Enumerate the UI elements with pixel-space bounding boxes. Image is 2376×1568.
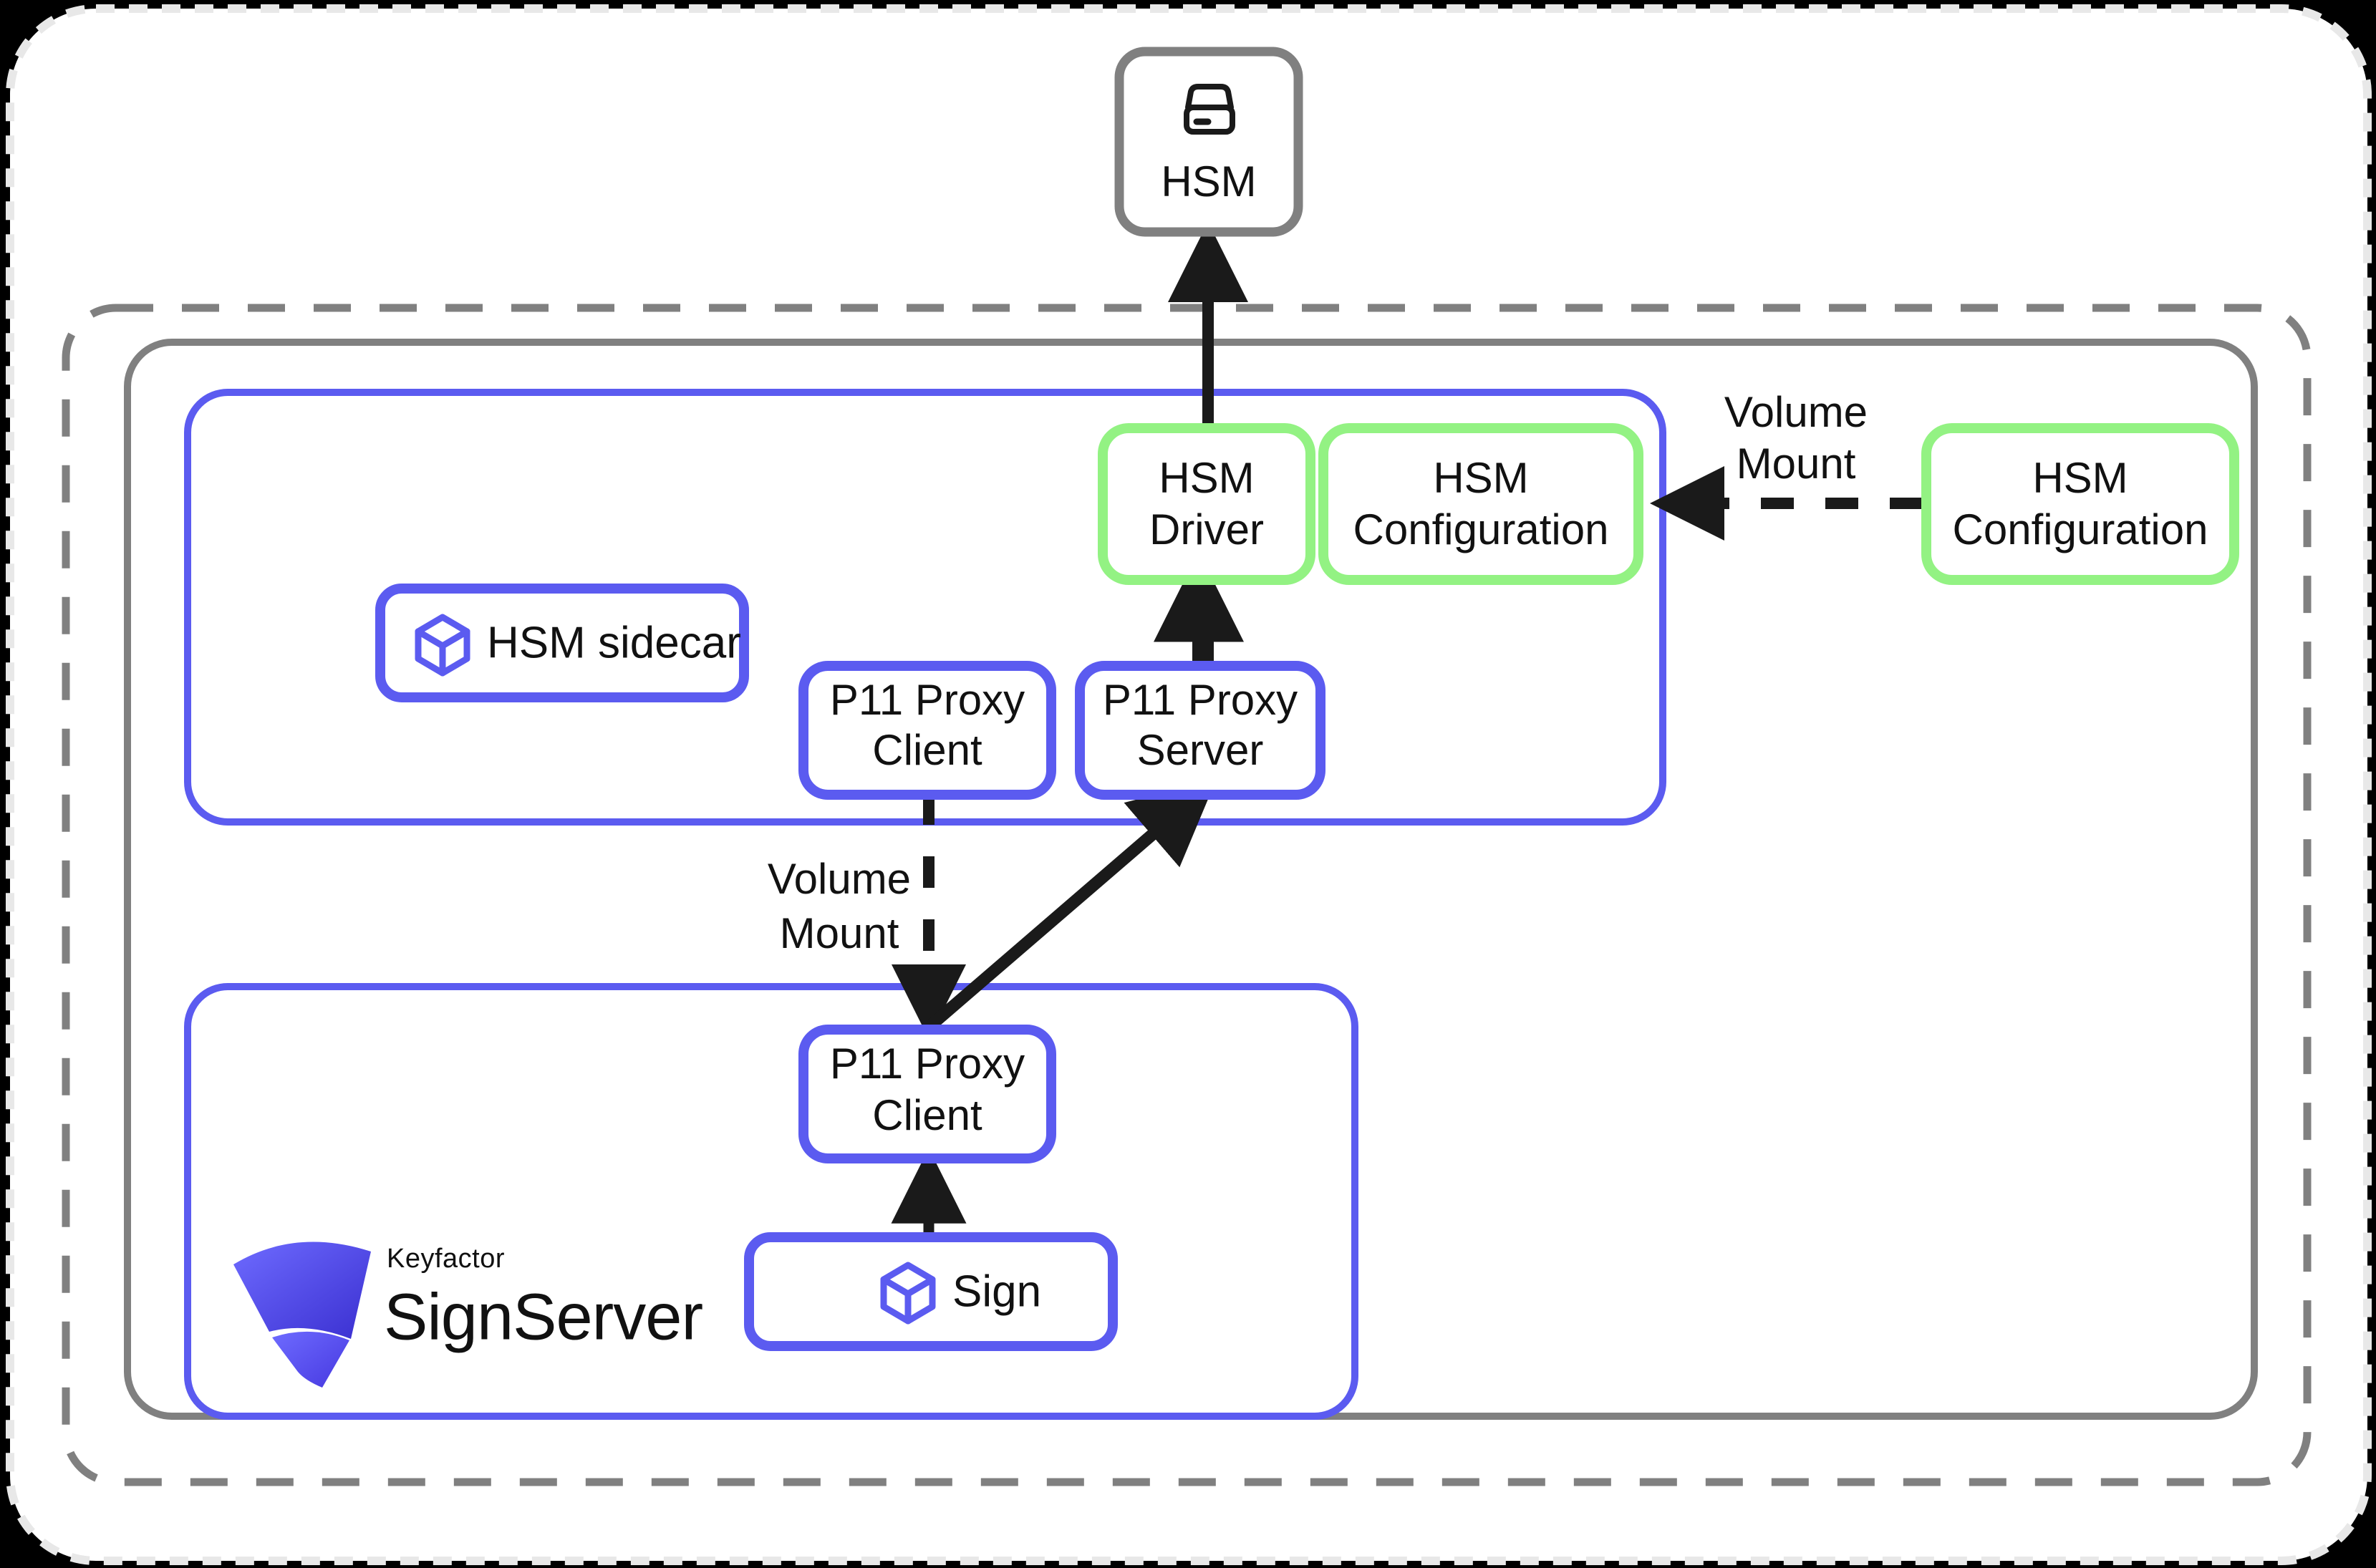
hsm-sidecar-badge-box[interactable]: [375, 584, 749, 702]
hsm-configuration-outer-label-line2: Configuration: [1953, 505, 2208, 553]
logo-brand-large: SignServer: [384, 1280, 702, 1353]
volume-mount-client-line1: Volume: [768, 855, 911, 903]
p11-proxy-client-top-box[interactable]: [798, 661, 1056, 800]
node-p11-proxy-client-bottom[interactable]: P11 Proxy Client: [798, 1025, 1056, 1163]
hsm-driver-label-line2: Driver: [1149, 505, 1264, 553]
node-hsm-driver[interactable]: HSM Driver: [1098, 423, 1315, 585]
hsm-sidecar-badge-label: HSM sidecar: [487, 618, 741, 667]
edge-label-volume-mount-config: Volume Mount: [1724, 388, 1868, 488]
node-p11-proxy-client-top[interactable]: P11 Proxy Client: [798, 661, 1056, 800]
p11-proxy-client-top-line2: Client: [872, 726, 982, 774]
hsm-driver-label-line1: HSM: [1159, 454, 1254, 502]
p11-proxy-server-line2: Server: [1137, 726, 1264, 774]
node-hsm-configuration-outer[interactable]: HSM Configuration: [1921, 423, 2239, 585]
node-p11-proxy-server[interactable]: P11 Proxy Server: [1075, 661, 1325, 800]
node-hsm-sidecar-badge[interactable]: HSM sidecar: [375, 584, 749, 702]
p11-proxy-server-box[interactable]: [1075, 661, 1325, 800]
p11-proxy-client-top-line1: P11 Proxy: [830, 676, 1025, 724]
node-sign-badge[interactable]: Sign: [744, 1232, 1118, 1351]
node-hsm[interactable]: HSM: [1114, 47, 1303, 237]
hsm-configuration-outer-label-line1: HSM: [2032, 454, 2128, 502]
keyfactor-signserver-logo: Keyfactor SignServer: [233, 1242, 703, 1388]
volume-mount-config-line2: Mount: [1737, 440, 1856, 488]
hsm-box[interactable]: [1114, 47, 1303, 237]
volume-mount-client-line2: Mount: [780, 909, 899, 957]
node-hsm-configuration-inner[interactable]: HSM Configuration: [1318, 423, 1643, 585]
edge-label-volume-mount-client: Volume Mount: [768, 855, 911, 957]
keyfactor-swoosh-icon: [233, 1242, 371, 1388]
p11-proxy-server-line1: P11 Proxy: [1103, 676, 1298, 724]
cube-icon: [880, 1262, 936, 1325]
volume-mount-config-line1: Volume: [1724, 388, 1868, 436]
p11-proxy-client-bottom-line1: P11 Proxy: [830, 1040, 1025, 1088]
hsm-configuration-inner-box[interactable]: [1318, 423, 1643, 585]
signserver-container: [184, 983, 1358, 1420]
hsm-configuration-inner-label-line1: HSM: [1433, 454, 1528, 502]
logo-brand-small: Keyfactor: [387, 1244, 505, 1274]
sign-badge-label: Sign: [952, 1267, 1041, 1316]
p11-proxy-client-bottom-line2: Client: [872, 1091, 982, 1139]
server-icon: [1184, 84, 1235, 135]
edge-clientbottom-to-server: [927, 779, 1217, 1030]
hsm-label: HSM: [1161, 158, 1256, 205]
hsm-configuration-inner-label-line2: Configuration: [1353, 505, 1609, 553]
hsm-driver-box[interactable]: [1098, 423, 1315, 585]
cube-icon: [415, 614, 470, 677]
host-boundary: [62, 304, 2312, 1486]
p11-proxy-client-bottom-box[interactable]: [798, 1025, 1056, 1163]
hsm-configuration-outer-box[interactable]: [1921, 423, 2239, 585]
